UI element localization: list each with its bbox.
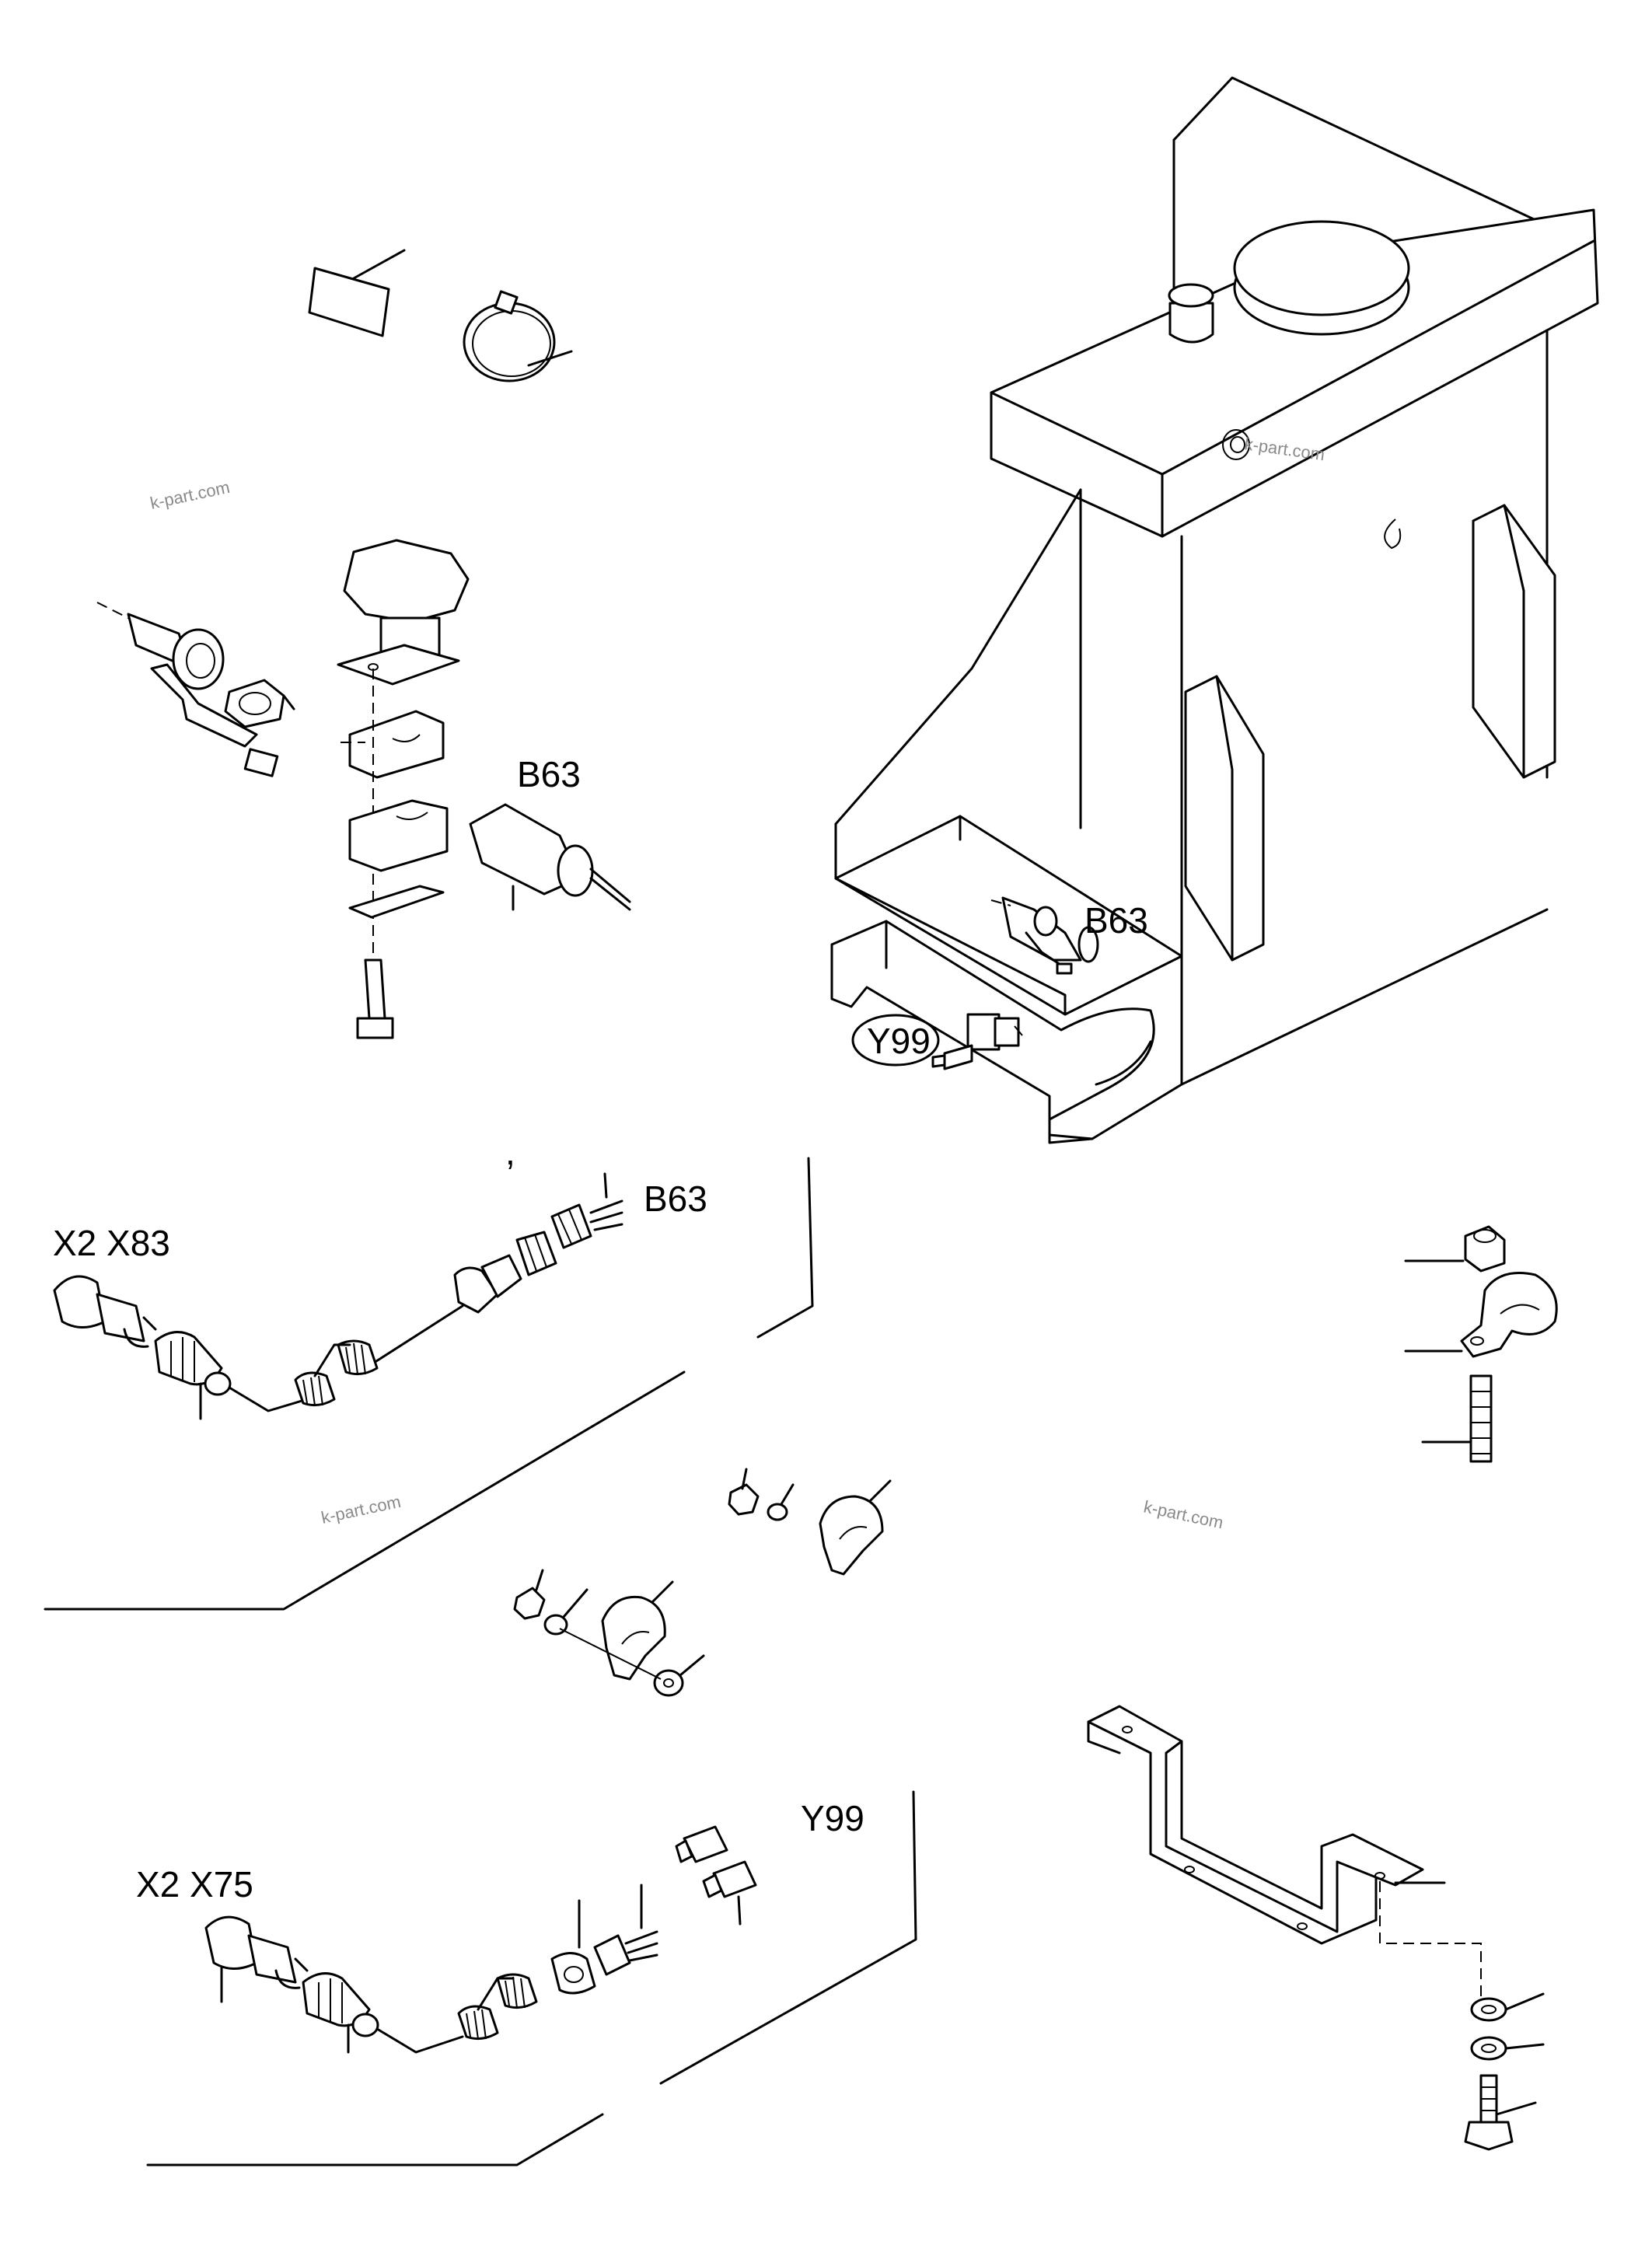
label-b63-machine: B63 xyxy=(1084,900,1148,941)
saddle-clamp-upper[interactable] xyxy=(728,1468,892,1576)
y99-terminal-parts[interactable] xyxy=(675,1825,757,1926)
harness-wire-lower xyxy=(375,2027,464,2054)
harness-frame-upper: , xyxy=(44,1132,814,1611)
washer-lower[interactable] xyxy=(1470,2036,1545,2061)
b63-sensor-installed[interactable] xyxy=(990,896,1099,975)
watermark: k-part.com xyxy=(320,1492,403,1528)
p-clamp-nut[interactable] xyxy=(1404,1225,1506,1273)
label-y99-harness: Y99 xyxy=(801,1798,864,1838)
svg-text:,: , xyxy=(505,1132,515,1172)
watermark: k-part.com xyxy=(148,477,232,513)
hex-bolt-part[interactable] xyxy=(1464,2074,1537,2151)
connector-x75-coupling[interactable] xyxy=(302,1972,379,2054)
label-b63-detail: B63 xyxy=(517,754,581,794)
connector-b63-socket[interactable] xyxy=(453,1172,623,1314)
spring-sleeve-upper[interactable] xyxy=(294,1339,379,1407)
mounting-bracket[interactable] xyxy=(1087,1705,1482,1998)
machine-housing[interactable] xyxy=(830,76,1599,1144)
connector-x75-plug[interactable] xyxy=(204,1915,309,2003)
clamp-base-plate[interactable] xyxy=(348,885,445,919)
connector-x83-coupling[interactable] xyxy=(154,1331,232,1420)
saddle-clamp-lower[interactable] xyxy=(513,1569,705,1697)
harness-frame-lower xyxy=(146,1790,917,2166)
p-clamp-part[interactable] xyxy=(1404,1272,1558,1358)
clamp-plate-top[interactable] xyxy=(337,644,460,686)
harness-wire-upper xyxy=(228,1304,464,1412)
label-x2-x75: X2 X75 xyxy=(136,1864,253,1905)
y99-valve-installed[interactable] xyxy=(931,1013,1023,1070)
watermark: k-part.com xyxy=(1142,1496,1225,1532)
b63-sensor-detail[interactable] xyxy=(469,803,631,911)
valve-part[interactable] xyxy=(96,602,279,777)
knob-part[interactable] xyxy=(343,539,470,658)
tape-part[interactable] xyxy=(308,249,406,337)
p-clamp-stud[interactable] xyxy=(1421,1374,1493,1463)
cable-tie-part[interactable] xyxy=(463,290,573,382)
clamp-block-upper[interactable] xyxy=(341,669,445,972)
clamp-block-lower[interactable] xyxy=(348,799,449,872)
y99-callout-circle xyxy=(851,1014,940,1067)
washer-upper[interactable] xyxy=(1470,1992,1545,2022)
label-y99-machine: Y99 xyxy=(867,1021,931,1061)
label-b63-harness: B63 xyxy=(644,1178,707,1219)
clamp-bolt-part[interactable] xyxy=(356,958,394,1039)
spring-sleeve-lower[interactable] xyxy=(457,1973,538,2041)
label-x2-x83: X2 X83 xyxy=(53,1223,170,1263)
hex-nut-part[interactable] xyxy=(224,679,295,728)
connector-x83-plug[interactable] xyxy=(53,1275,157,1348)
connector-y99-socket[interactable] xyxy=(550,1884,658,1995)
